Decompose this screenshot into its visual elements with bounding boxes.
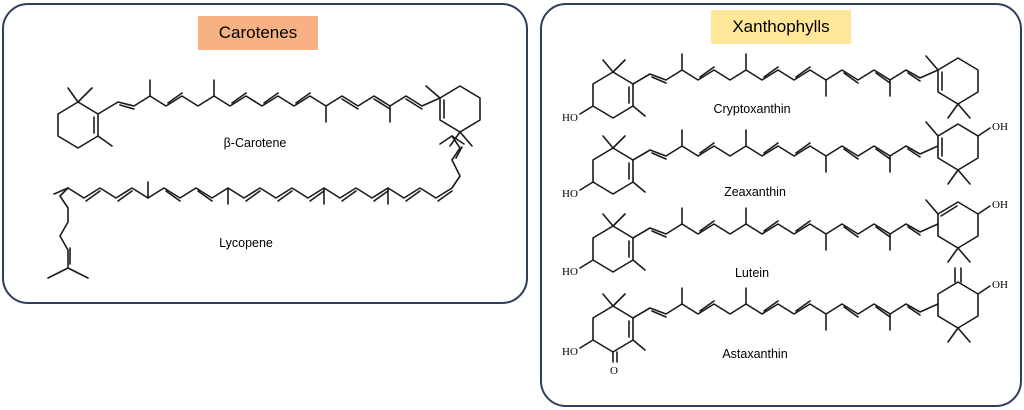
lycopene-structure: [47, 135, 465, 279]
lutein-structure: [579, 199, 991, 273]
astaxanthin-structure: [579, 267, 991, 363]
atom-label-oh: OH: [992, 279, 1008, 291]
xanthophylls-panel: [540, 3, 1022, 407]
atom-label-ho: HO: [562, 112, 578, 124]
zeaxanthin-structure: [579, 121, 991, 195]
atom-label-ho: HO: [562, 346, 578, 358]
compound-name-lutein: Lutein: [735, 266, 769, 280]
atom-label-oh: OH: [992, 199, 1008, 211]
compound-name-lycopene: Lycopene: [219, 236, 273, 250]
cryptoxanthin-structure: [579, 53, 979, 119]
compound-name-astaxanthin: Astaxanthin: [722, 347, 787, 361]
atom-label-ho: HO: [562, 266, 578, 278]
carotenes-label: Carotenes: [198, 16, 318, 50]
xanthophylls-label: Xanthophylls: [711, 10, 851, 44]
atom-label-o: O: [610, 365, 618, 377]
carotenes-panel: [2, 3, 528, 304]
compound-name-beta-carotene: β-Carotene: [224, 136, 287, 150]
atom-label-ho: HO: [562, 188, 578, 200]
atom-label-oh: OH: [992, 121, 1008, 133]
beta-carotene-structure: [57, 79, 481, 149]
compound-name-cryptoxanthin: Cryptoxanthin: [713, 102, 790, 116]
compound-name-zeaxanthin: Zeaxanthin: [724, 185, 786, 199]
